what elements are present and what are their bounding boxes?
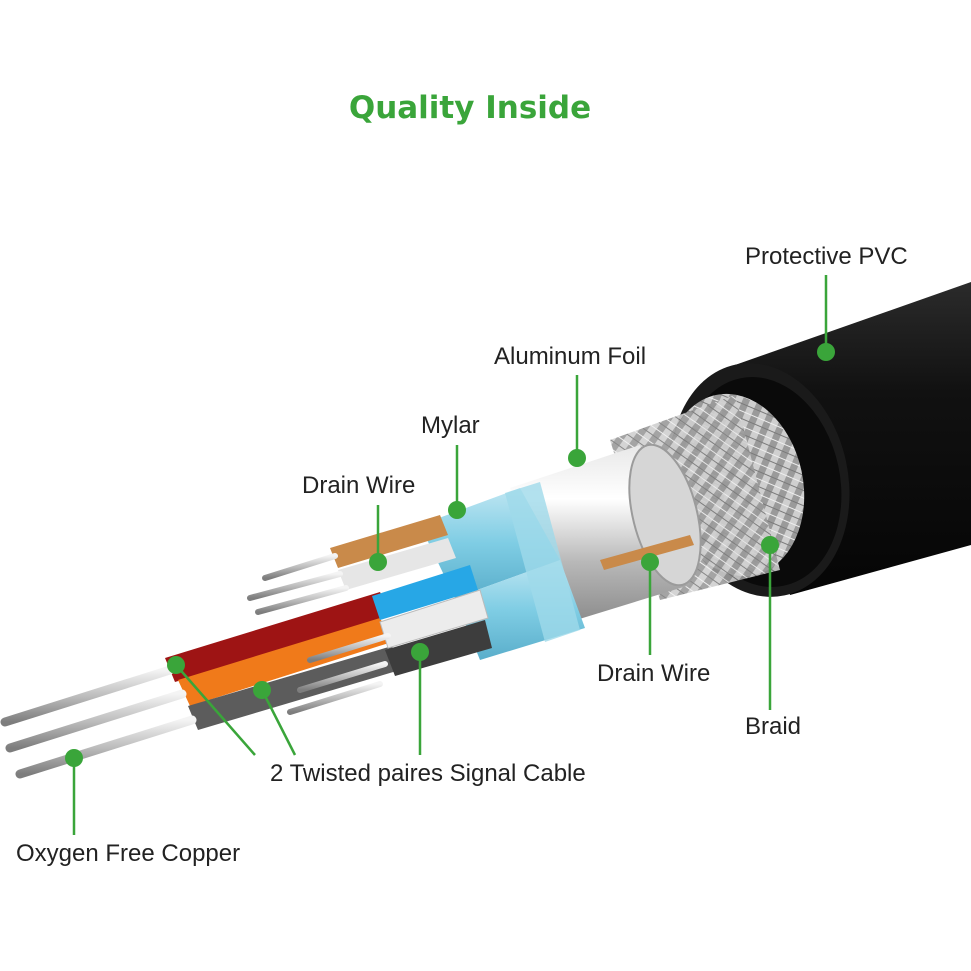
diagram-title: Quality Inside [0,90,940,126]
label-mylar: Mylar [421,412,480,440]
label-braid: Braid [745,713,801,741]
label-drain-wire-top: Drain Wire [302,472,415,500]
label-twisted-pairs: 2 Twisted paires Signal Cable [270,760,586,788]
label-aluminum-foil: Aluminum Foil [494,343,646,371]
label-drain-wire-right: Drain Wire [597,660,710,688]
label-protective-pvc: Protective PVC [745,243,908,271]
label-oxygen-free-copper: Oxygen Free Copper [16,840,240,868]
